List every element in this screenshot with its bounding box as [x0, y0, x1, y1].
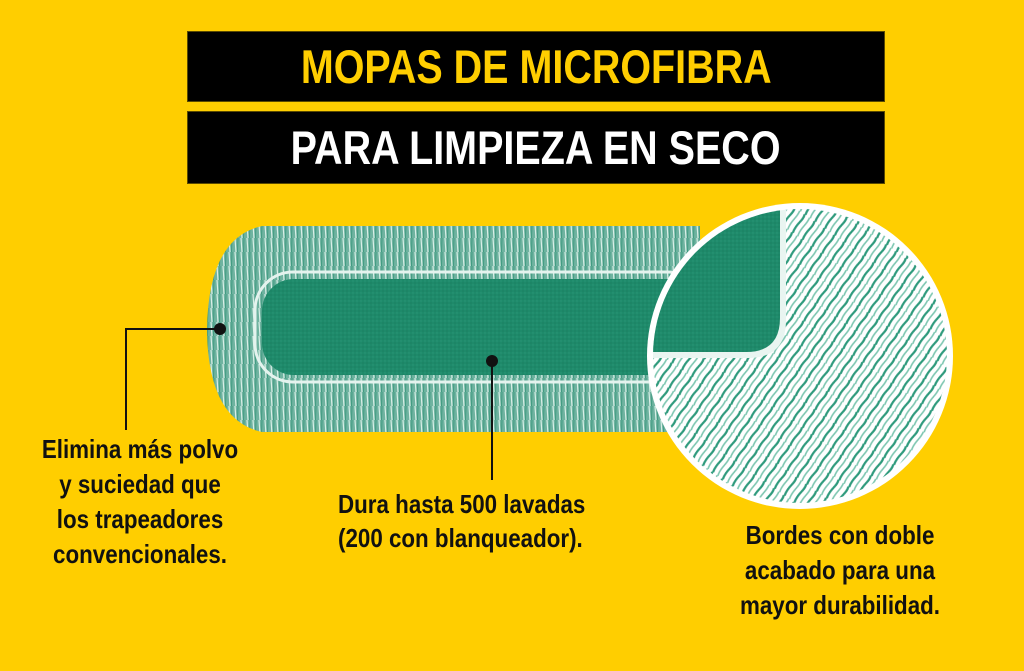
callout-dot-left [214, 323, 226, 335]
callout-dot-middle [486, 355, 498, 367]
title-line-1: MOPAS DE MICROFIBRA [300, 40, 772, 93]
callout-line-middle [486, 355, 498, 480]
title-banner-top: MOPAS DE MICROFIBRA [188, 32, 884, 101]
callout-middle-line: Dura hasta 500 lavadas [338, 489, 586, 519]
mop-pad [207, 226, 707, 432]
callout-left-line: convencionales. [53, 539, 227, 569]
callout-right-line: Bordes con doble [745, 520, 935, 550]
title-banner-bottom: PARA LIMPIEZA EN SECO [188, 112, 884, 183]
callout-right-line: acabado para una [744, 555, 936, 585]
callout-middle-text: Dura hasta 500 lavadas (200 con blanquea… [330, 487, 650, 555]
callout-right-text: Bordes con doble acabado para una mayor … [700, 518, 980, 623]
callout-line-left [125, 323, 226, 430]
callout-left-line: y suciedad que [59, 469, 221, 499]
callout-left-line: Elimina más polvo [41, 434, 239, 464]
callout-middle-line: (200 con blanqueador). [338, 523, 583, 553]
title-line-2: PARA LIMPIEZA EN SECO [291, 121, 781, 174]
callout-left-line: los trapeadores [56, 504, 224, 534]
callout-right-line: mayor durabilidad. [739, 590, 941, 620]
callout-left-text: Elimina más polvo y suciedad que los tra… [10, 432, 270, 572]
